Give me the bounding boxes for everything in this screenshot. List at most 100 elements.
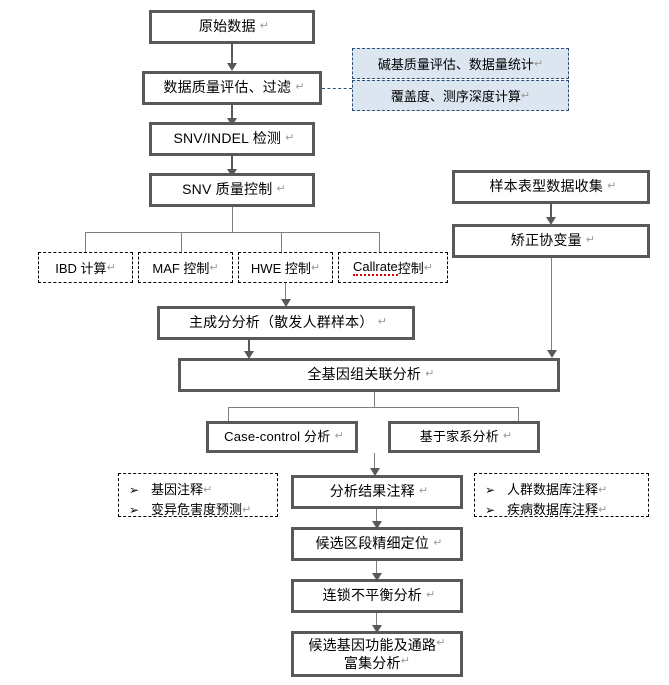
node-result-annotation-label: 分析结果注释	[329, 483, 415, 500]
node-family-based-analysis[interactable]: 基于家系分析↵	[388, 421, 540, 453]
node-pca[interactable]: 主成分分析（散发人群样本）↵	[157, 306, 415, 340]
paragraph-mark: ↵	[436, 636, 446, 649]
node-result-annotation[interactable]: 分析结果注释↵	[291, 475, 463, 509]
paragraph-mark: ↵	[106, 262, 116, 274]
connector-ld-to-enrichment	[376, 613, 377, 629]
bullet-icon: ➢	[129, 502, 140, 517]
connector-analysis-to-annotation	[374, 453, 375, 475]
connector-raw-to-qc	[231, 44, 233, 66]
connector-snv-to-snvqc	[231, 156, 233, 172]
annotation-right-item-0: ➢ 人群数据库注释↵	[485, 480, 640, 500]
paragraph-mark: ↵	[295, 81, 305, 94]
arrowhead-raw-to-qc	[227, 63, 237, 71]
connector-bus-to-callrate	[379, 232, 380, 252]
node-ld-analysis[interactable]: 连锁不平衡分析↵	[291, 579, 463, 613]
arrowhead-phenotype-to-covariate	[546, 217, 556, 225]
annotation-right-item-0-label: 人群数据库注释	[507, 482, 599, 497]
connector-bus-to-family	[518, 407, 519, 422]
node-pca-label: 主成分分析（散发人群样本）	[188, 314, 374, 331]
bullet-icon: ➢	[129, 482, 140, 497]
node-snv-indel-detection[interactable]: SNV/INDEL 检测↵	[149, 122, 315, 156]
annotation-right-box: ➢ 人群数据库注释↵ ➢ 疾病数据库注释↵	[474, 473, 649, 517]
node-covariate-correction[interactable]: 矫正协变量↵	[452, 224, 650, 258]
connector-bus-to-hwe	[281, 232, 282, 252]
paragraph-mark: ↵	[203, 483, 213, 496]
paragraph-mark: ↵	[425, 589, 436, 602]
paragraph-mark: ↵	[276, 183, 286, 196]
arrowhead-covariate-to-gwas	[547, 350, 557, 358]
arrowhead-ld-to-enrichment	[372, 625, 382, 633]
connector-phenotype-to-covariate	[550, 204, 552, 220]
paragraph-mark: ↵	[285, 132, 295, 145]
node-phenotype-collection[interactable]: 样本表型数据收集↵	[452, 170, 650, 204]
info-panel-row-coverage: 覆盖度、测序深度计算↵	[352, 80, 569, 111]
info-panel-row-quality-label: 碱基质量评估、数据量统计	[377, 57, 534, 72]
arrowhead-finemapping-to-ld	[372, 573, 382, 581]
node-ibd-label: IBD 计算	[55, 261, 107, 276]
node-gwas-label: 全基因组关联分析	[307, 366, 422, 383]
node-qc-filter[interactable]: 数据质量评估、过滤↵	[142, 71, 322, 105]
paragraph-mark: ↵	[598, 483, 608, 496]
node-hwe-label: HWE 控制	[250, 261, 311, 276]
paragraph-mark: ↵	[533, 58, 544, 70]
node-enrichment-line-2-label: 富集分析	[343, 655, 401, 671]
node-callrate-label-suffix: 控制	[397, 261, 424, 276]
paragraph-mark: ↵	[502, 430, 513, 443]
connector-gwas-stem	[374, 392, 375, 408]
node-snv-quality-control[interactable]: SNV 质量控制↵	[149, 173, 315, 207]
paragraph-mark: ↵	[400, 655, 411, 667]
node-ld-analysis-label: 连锁不平衡分析	[322, 587, 422, 604]
annotation-left-box: ➢ 基因注释↵ ➢ 变异危害度预测 ↵	[118, 473, 278, 517]
paragraph-mark: ↵	[585, 234, 596, 247]
node-ibd-calculation[interactable]: IBD 计算↵	[38, 252, 133, 283]
node-hwe-control[interactable]: HWE 控制↵	[238, 252, 333, 283]
connector-covariate-to-gwas	[551, 258, 552, 356]
paragraph-mark: ↵	[598, 503, 608, 516]
info-panel-row-coverage-label: 覆盖度、测序深度计算	[390, 89, 521, 104]
bullet-icon: ➢	[485, 482, 496, 497]
node-enrichment-analysis[interactable]: 候选基因功能及通路↵ 富集分析↵	[291, 631, 463, 677]
connector-gwas-bus	[228, 407, 519, 408]
connector-qc-to-info-panel	[322, 88, 352, 89]
connector-pca-to-gwas	[248, 340, 250, 357]
node-callrate-control[interactable]: Callrate 控制↵	[338, 252, 448, 283]
connector-hwe-to-pca	[285, 283, 286, 305]
bullet-icon: ➢	[485, 502, 496, 517]
info-panel-row-quality: 碱基质量评估、数据量统计↵	[352, 48, 569, 79]
paragraph-mark: ↵	[425, 368, 435, 381]
node-maf-label: MAF 控制	[152, 261, 210, 276]
node-fine-mapping[interactable]: 候选区段精细定位↵	[291, 527, 463, 561]
paragraph-mark: ↵	[423, 262, 434, 274]
paragraph-mark: ↵	[520, 90, 531, 102]
connector-qc-to-snv	[231, 105, 233, 121]
node-maf-control[interactable]: MAF 控制↵	[138, 252, 233, 283]
arrowhead-hwe-to-pca	[281, 299, 291, 307]
node-snv-qc-label: SNV 质量控制	[182, 181, 273, 198]
node-raw-data[interactable]: 原始数据↵	[149, 10, 315, 44]
paragraph-mark: ↵	[209, 262, 219, 274]
connector-bus-to-ibd	[85, 232, 86, 252]
connector-snvqc-stem	[232, 207, 233, 233]
paragraph-mark: ↵	[418, 485, 429, 498]
annotation-left-item-0-label: 基因注释	[151, 482, 204, 497]
paragraph-mark: ↵	[310, 262, 321, 274]
node-enrichment-line-1-label: 候选基因功能及通路	[308, 636, 437, 653]
node-gwas[interactable]: 全基因组关联分析↵	[178, 358, 560, 392]
node-fine-mapping-label: 候选区段精细定位	[315, 535, 430, 552]
node-enrichment-line-1: 候选基因功能及通路↵	[308, 636, 445, 654]
node-covariate-label: 矫正协变量	[510, 232, 582, 249]
node-case-control-analysis[interactable]: Case-control 分析↵	[206, 421, 358, 453]
annotation-left-item-0: ➢ 基因注释↵	[129, 480, 269, 500]
node-qc-filter-label: 数据质量评估、过滤	[163, 79, 292, 96]
paragraph-mark: ↵	[259, 20, 270, 33]
connector-annotation-to-finemapping	[376, 509, 377, 526]
annotation-left-item-1-label: 变异危害度预测	[151, 502, 243, 518]
node-raw-data-label: 原始数据	[198, 18, 256, 35]
arrowhead-pca-to-gwas	[244, 351, 254, 359]
node-enrichment-line-2: 富集分析↵	[344, 654, 410, 672]
paragraph-mark: ↵	[334, 430, 344, 443]
node-phenotype-label: 样本表型数据收集	[489, 178, 604, 195]
arrowhead-annotation-to-finemapping	[372, 521, 382, 529]
connector-bus-to-case-control	[228, 407, 229, 422]
